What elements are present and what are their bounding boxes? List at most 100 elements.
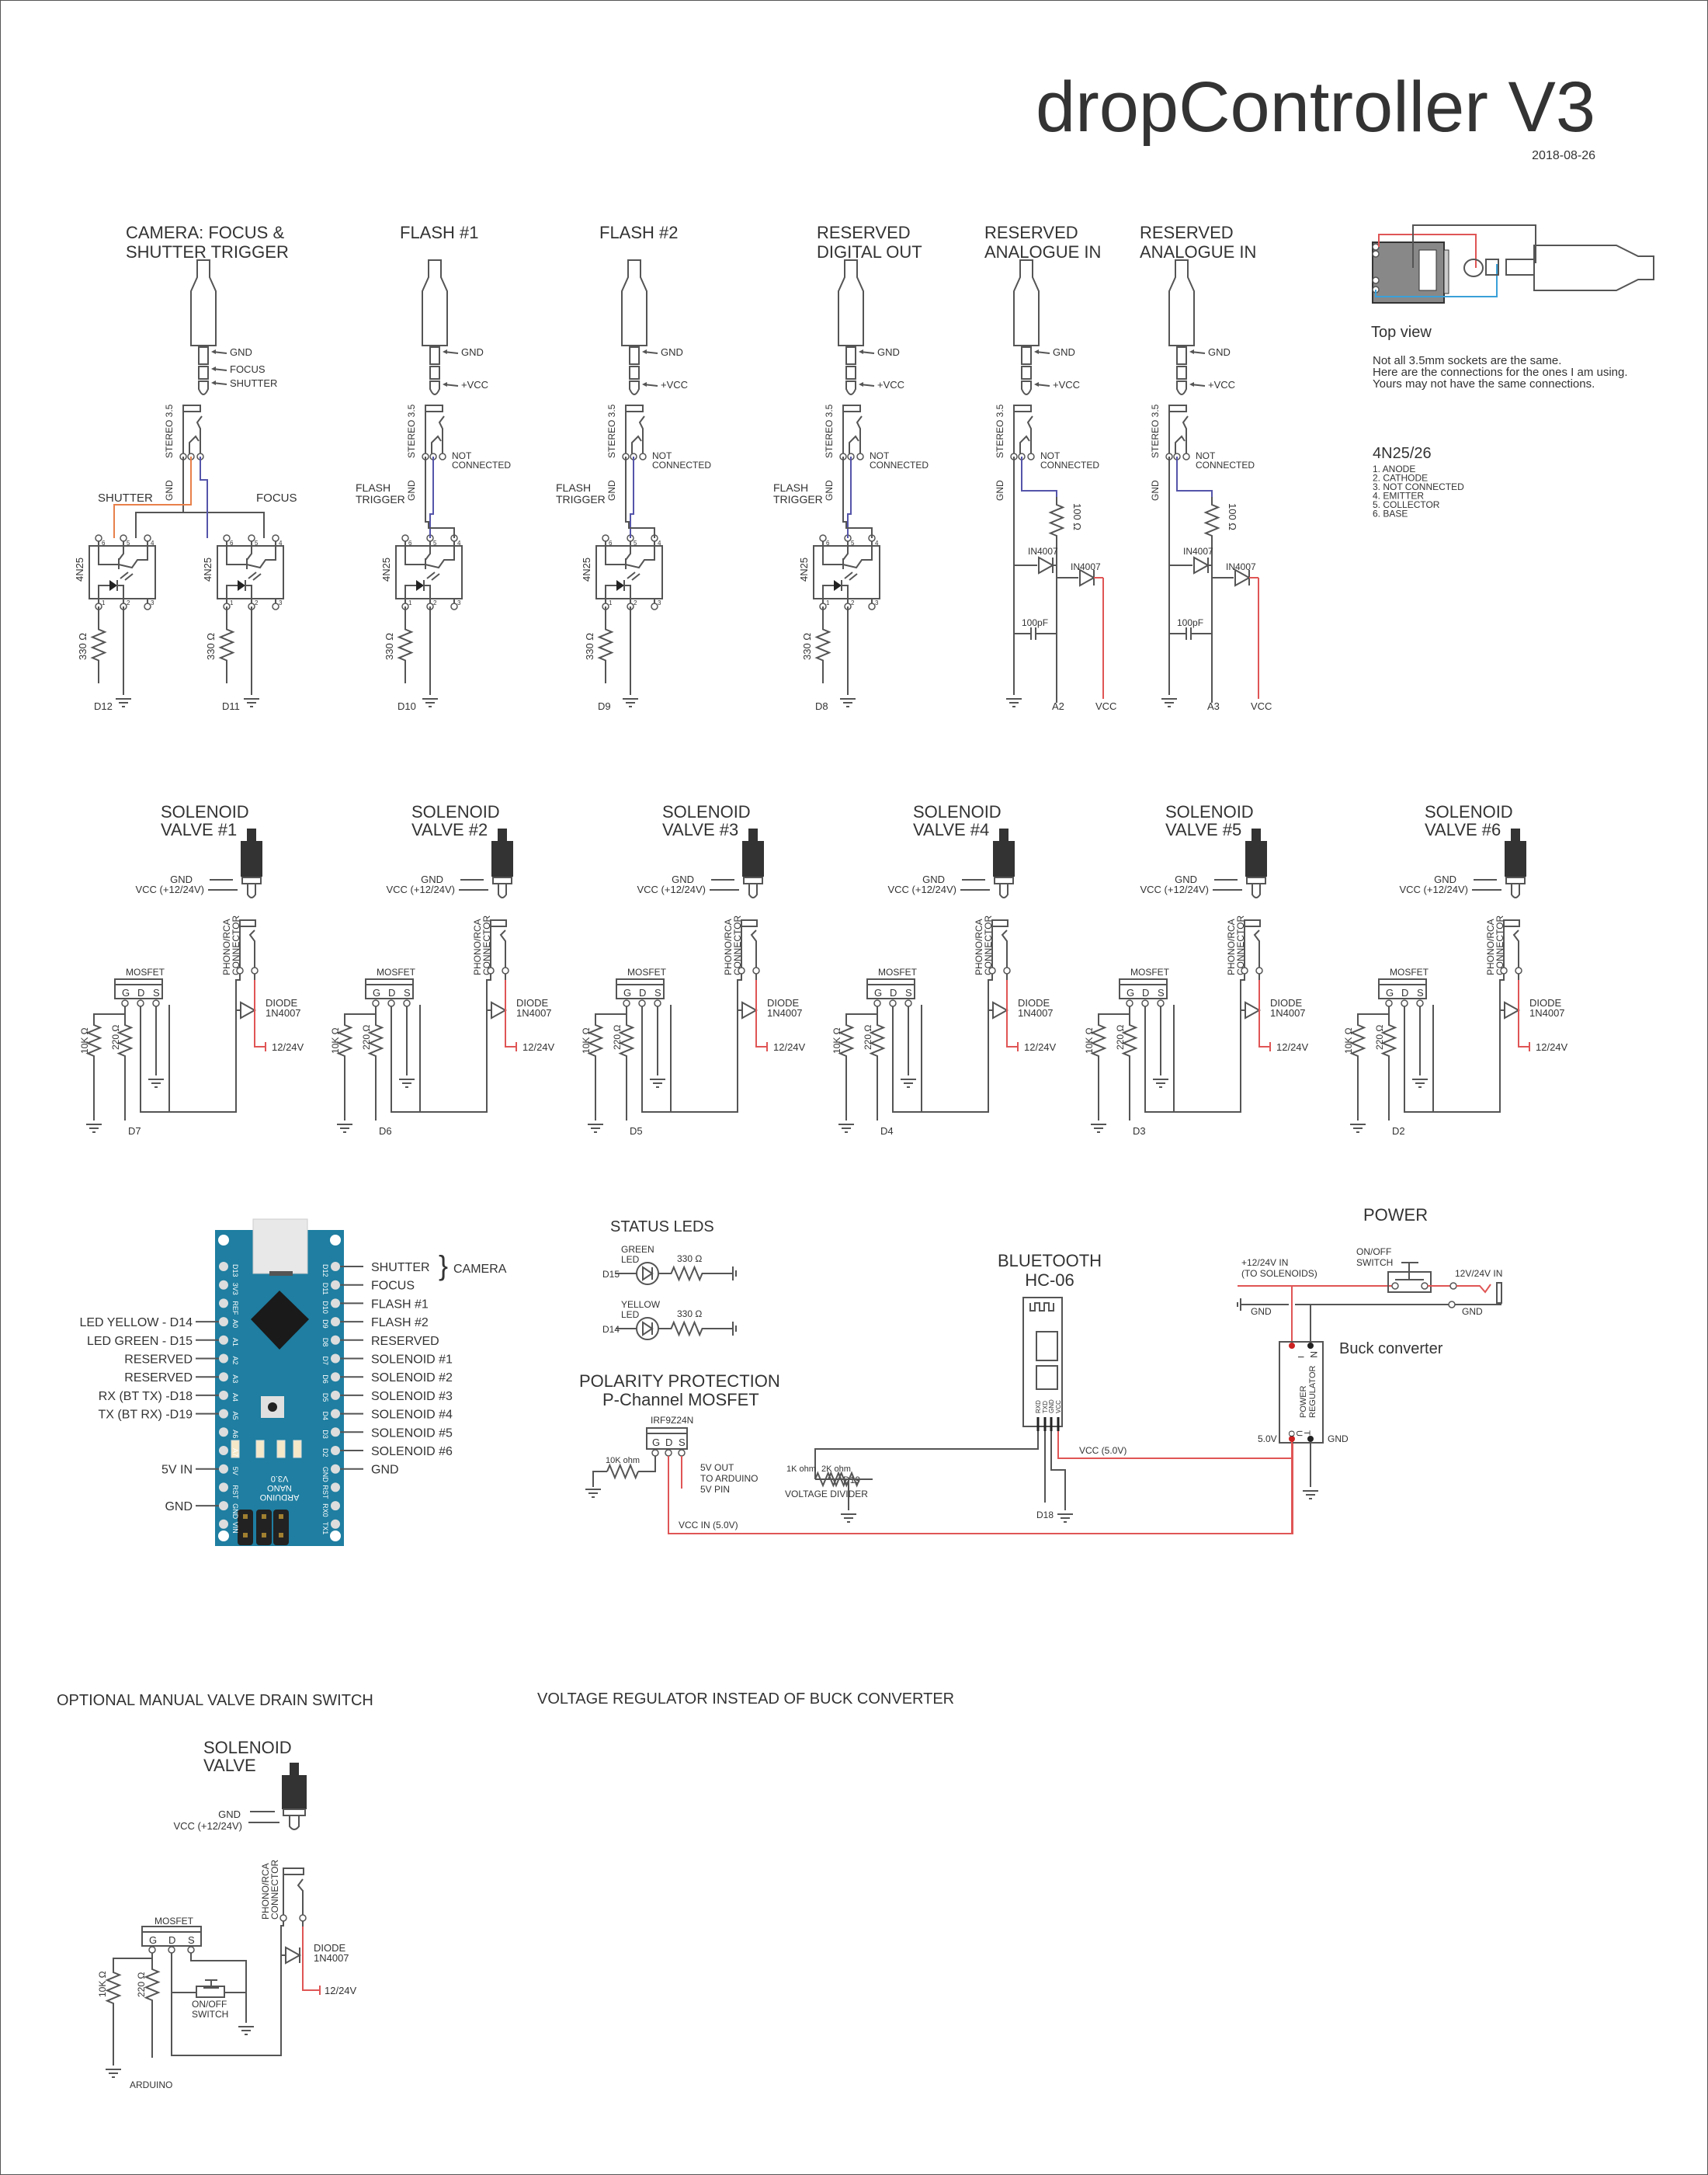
resistor-label: 10K Ω bbox=[581, 1027, 592, 1054]
resistor-icon bbox=[397, 606, 414, 683]
wire bbox=[419, 974, 491, 1113]
wire bbox=[845, 1006, 878, 1017]
pin-function-label: SOLENOID #4 bbox=[371, 1409, 453, 1422]
wire bbox=[1144, 1006, 1174, 1113]
rca-plug-tip bbox=[999, 884, 1008, 898]
pin-terminal bbox=[856, 453, 864, 460]
resistor-label: 10K Ω bbox=[330, 1027, 341, 1054]
resistor-label: 330 Ω bbox=[584, 633, 595, 660]
diode-icon bbox=[1193, 556, 1210, 575]
switch-label: SWITCH bbox=[192, 2009, 228, 2020]
wire bbox=[1258, 980, 1270, 1048]
ground-icon bbox=[840, 698, 856, 707]
solenoid-title: SOLENOID bbox=[662, 802, 751, 822]
focus-label: FOCUS bbox=[256, 492, 297, 505]
header-pin bbox=[219, 1446, 228, 1455]
wire bbox=[1253, 929, 1260, 968]
socket-body bbox=[842, 405, 861, 412]
wire bbox=[116, 1017, 134, 1064]
wire bbox=[431, 435, 442, 453]
5v-label: 5.0V bbox=[1258, 1433, 1277, 1444]
socket-label: STEREO 3.5 bbox=[406, 404, 417, 458]
arrow-icon bbox=[443, 349, 447, 354]
pinout-item: 3. NOT CONNECTED bbox=[1373, 481, 1464, 492]
stereo-socket-icon bbox=[1165, 405, 1190, 460]
vcc-label: VCC (+12/24V) bbox=[386, 884, 455, 895]
mosfet-label: MOSFET bbox=[126, 967, 165, 978]
pin-terminal bbox=[988, 967, 996, 975]
pin-terminal bbox=[602, 534, 609, 542]
wire bbox=[426, 572, 436, 579]
pin-terminal bbox=[738, 967, 745, 975]
mosfet-pin-label: D bbox=[665, 1437, 672, 1448]
diode-icon bbox=[1234, 568, 1251, 587]
header-pin bbox=[219, 1482, 228, 1492]
wire bbox=[404, 585, 416, 599]
arduino-pin-label: A3 bbox=[1207, 700, 1220, 712]
arrow-icon bbox=[1189, 349, 1194, 354]
wire bbox=[200, 457, 208, 538]
wire bbox=[246, 546, 276, 569]
mosfet-pin-label: S bbox=[1417, 987, 1424, 999]
pinout-item: 2. CATHODE bbox=[1373, 473, 1428, 484]
wire bbox=[120, 572, 129, 579]
mosfet-body bbox=[866, 978, 915, 999]
mosfet-pin-label: G bbox=[1386, 987, 1394, 999]
mosfet-body bbox=[141, 1926, 202, 1947]
section-title: ANALOGUE IN bbox=[1140, 242, 1256, 262]
ground-icon bbox=[148, 1079, 164, 1088]
wire bbox=[438, 415, 445, 453]
pin-terminal bbox=[654, 999, 661, 1007]
plug-tip bbox=[1021, 380, 1032, 395]
label: 3 bbox=[457, 599, 461, 606]
not-connected-label: NOT bbox=[452, 450, 472, 461]
section-title: FLASH #1 bbox=[400, 223, 479, 242]
opto-label: 4N25 bbox=[581, 558, 592, 582]
resistor-icon bbox=[670, 1265, 703, 1282]
label: 4 bbox=[279, 540, 283, 547]
header-pin bbox=[331, 1427, 340, 1437]
pin-terminal bbox=[1385, 999, 1393, 1007]
header-pin bbox=[219, 1519, 228, 1529]
bluetooth-pin-label: RXD bbox=[1035, 1400, 1042, 1413]
wire bbox=[847, 457, 852, 538]
rca-socket bbox=[741, 919, 758, 927]
wire bbox=[822, 546, 843, 565]
resistor-icon bbox=[144, 1958, 161, 2011]
wire bbox=[1048, 497, 1065, 544]
ground-icon bbox=[1057, 1513, 1073, 1523]
wire bbox=[189, 435, 200, 453]
header-pin bbox=[219, 1427, 228, 1437]
pin-terminal bbox=[623, 999, 630, 1007]
resistor-icon bbox=[1203, 497, 1220, 544]
plug-ring bbox=[629, 366, 640, 380]
wire bbox=[1404, 1006, 1433, 1113]
label: 5 bbox=[634, 540, 637, 547]
gnd-label: GND bbox=[1328, 1433, 1349, 1444]
pin-terminal bbox=[1421, 1282, 1429, 1290]
pin-terminal bbox=[144, 534, 151, 542]
pin-terminal bbox=[502, 967, 509, 975]
header-pin bbox=[331, 1280, 340, 1290]
wire bbox=[218, 606, 235, 683]
label: 6 bbox=[230, 540, 234, 547]
label: 5 bbox=[255, 540, 259, 547]
pin-terminal bbox=[1003, 967, 1011, 975]
diode-body bbox=[1504, 1001, 1521, 1020]
vcc-label: VCC bbox=[1251, 700, 1272, 712]
bluetooth-chip bbox=[1036, 1331, 1058, 1361]
wire bbox=[168, 974, 241, 1113]
mosfet-body bbox=[616, 978, 665, 999]
supply-label: 12/24V bbox=[522, 1041, 555, 1053]
wire bbox=[113, 457, 192, 538]
mosfet-pin-label: S bbox=[679, 1437, 686, 1448]
arrow-icon bbox=[443, 382, 447, 387]
rca-socket bbox=[283, 1868, 304, 1875]
label: 1 bbox=[408, 599, 412, 606]
board-pin-label: A6 bbox=[231, 1430, 239, 1438]
